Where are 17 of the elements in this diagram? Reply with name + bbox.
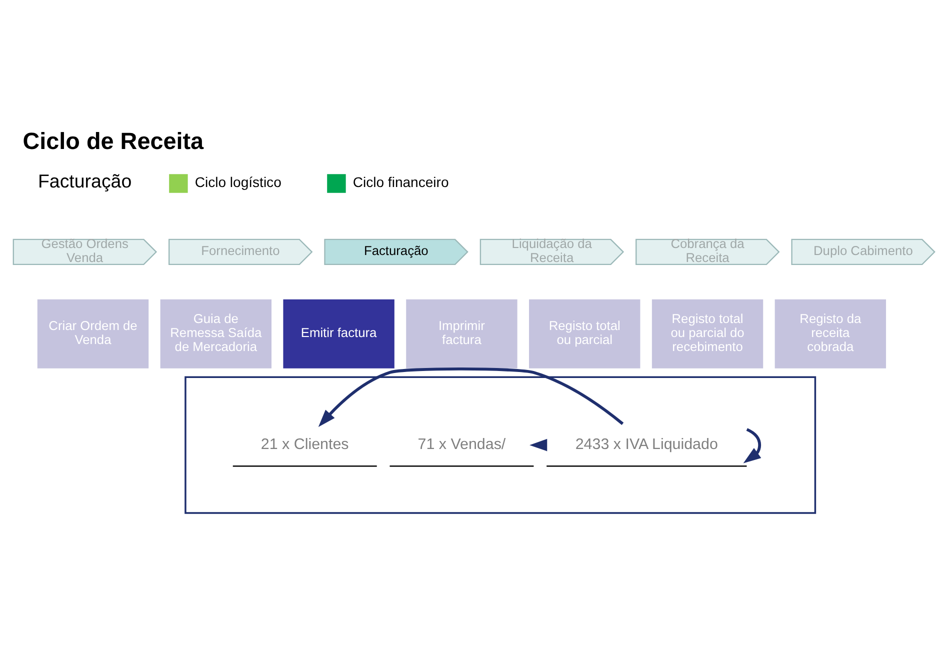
arrow — [318, 366, 624, 427]
node-text: 21 x Clientes — [260, 436, 349, 453]
node-box: Registo da receita cobrada — [774, 298, 886, 368]
node-box: Criar Ordem de Venda — [37, 298, 149, 368]
node-box: Guia de Remessa Saída de Mercadoria — [160, 298, 272, 368]
node-box: Emitir factura — [283, 298, 394, 368]
diagram-title: Ciclo de Receita — [22, 127, 204, 154]
node-box: Registo total ou parcial — [529, 298, 640, 368]
node-box: Imprimir factura — [406, 298, 518, 368]
legend-label: Ciclo financeiro — [352, 174, 449, 190]
label: Facturação — [38, 170, 132, 191]
node-box: Registo total ou parcial do recebimento — [652, 298, 764, 368]
legend-label: Ciclo logístico — [194, 174, 282, 190]
arrow — [743, 428, 762, 463]
node-text: 2433 x IVA Liquidado — [575, 436, 718, 453]
node-text: 71 x Vendas/ — [418, 436, 506, 453]
cluster — [184, 376, 816, 514]
